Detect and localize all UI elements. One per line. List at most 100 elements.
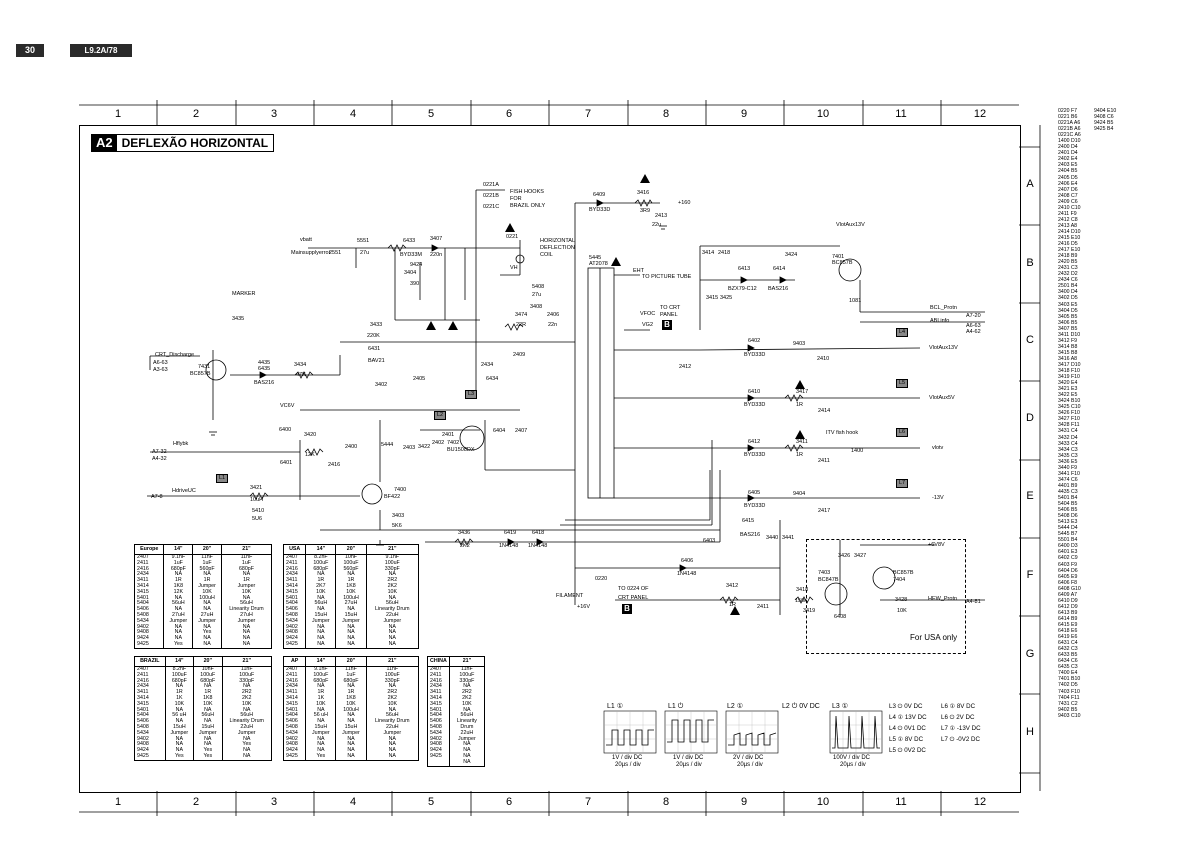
reference-entry: 0221 B6	[1058, 114, 1078, 121]
reference-entry: 6431 C4	[1058, 640, 1078, 647]
table-cell: 22uH	[240, 723, 254, 730]
table-cell: NA	[317, 683, 325, 690]
table-cell: NA	[317, 635, 325, 642]
dc-legend-entry: L4 ⏻ 0V1 DC	[889, 725, 926, 732]
label-3441: 3441	[782, 535, 795, 541]
label-6408: 6408	[834, 614, 847, 620]
table-cell: 1R	[203, 577, 211, 584]
fish-hooks-2: FOR	[510, 196, 522, 202]
label-9424: 9424	[410, 262, 423, 268]
table-cell: 1uF	[202, 559, 212, 566]
reference-entry: 3425 C10	[1058, 404, 1081, 411]
table-cell: 9.1nF	[314, 666, 328, 672]
reference-entry: 0221C A6	[1058, 132, 1081, 139]
model-number: L9.2A/78	[70, 44, 132, 57]
dc-legend-entry: L3 ⏻ 0V DC	[889, 703, 923, 710]
reference-entry: 2407 D6	[1058, 186, 1078, 193]
table-cell: NA	[317, 640, 325, 647]
minus13v: -13V	[932, 495, 944, 501]
diagram-title: A2 DEFLEXÃO HORIZONTAL	[91, 134, 275, 152]
coil-label-3: COIL	[540, 252, 553, 258]
label-5444: 5444	[381, 442, 394, 448]
reference-entry: 6415 E9	[1058, 621, 1078, 628]
table-cell: 12K	[173, 588, 184, 595]
table-ref: 3414	[286, 582, 298, 589]
reference-entry: 6404 D6	[1058, 567, 1078, 574]
label-3422: 3422	[418, 444, 431, 450]
table-cell: 100uH	[199, 594, 215, 601]
dc-legend-entry: L6 ① 8V DC	[941, 703, 976, 710]
label-3416-val: 3R9	[640, 208, 651, 214]
table-cell: 680pF	[200, 677, 216, 684]
label-3421: 3421	[250, 485, 263, 491]
table-ref: 9425	[137, 640, 149, 647]
label-0221a: 0221A	[483, 182, 499, 188]
table-ref: 5408	[137, 611, 149, 618]
reference-entry: 3474 C6	[1058, 476, 1078, 483]
table-cell: 2K7	[316, 582, 326, 589]
label-3421-val: 10uH	[250, 497, 264, 503]
reference-entry: 1400 D10	[1058, 138, 1081, 145]
reference-entry: 4401 B9	[1058, 482, 1078, 489]
table-ref: 3411	[137, 577, 149, 584]
table-ref: 3411	[430, 689, 442, 696]
table-cell: NA	[204, 706, 212, 713]
reference-entry: 6419 E6	[1058, 634, 1078, 641]
crt-pin-1: A6-63	[153, 360, 168, 366]
reference-entry: 5401 B4	[1058, 495, 1078, 501]
label-3419: 3419	[803, 608, 816, 614]
table-ref: 2411	[430, 671, 442, 678]
reference-entry: 5413 E3	[1058, 519, 1078, 526]
table-cell: 10K	[241, 588, 252, 595]
table-cell: 2K2	[242, 694, 252, 701]
label-vfoc: VFOC	[640, 311, 656, 317]
label-7401: 7401	[832, 254, 845, 260]
label-5410: 5410	[252, 508, 265, 514]
to-picture-tube: TO PICTURE TUBE	[642, 274, 692, 280]
table-cell: 56 uH	[172, 712, 187, 719]
label-6404: 6404	[493, 428, 506, 434]
reference-entry: 6400 D3	[1058, 543, 1078, 550]
label-3417: 3417	[796, 389, 809, 395]
label-5551-val: 27u	[360, 250, 370, 256]
table-col: 21"	[448, 656, 486, 667]
table-cell: 8.2nF	[314, 554, 328, 560]
col-num: 12	[973, 108, 987, 120]
tag-l6: L6	[896, 428, 909, 437]
table-ref: 5408	[430, 723, 442, 730]
table-cell: NA	[347, 683, 355, 690]
table-cell: 22uH	[385, 611, 399, 618]
label-6412: 6412	[748, 439, 761, 445]
table-cell: NA	[242, 571, 251, 578]
vlotv: vlotv	[932, 445, 944, 451]
reference-entry: 2406 E4	[1058, 180, 1078, 187]
label-0221b: 0221B	[483, 193, 499, 199]
label-7404-type: BC857B	[893, 570, 914, 576]
table-cell: NA	[347, 712, 355, 719]
table-cell: 330pF	[384, 565, 400, 572]
reference-entry: 2432 D2	[1058, 271, 1078, 278]
col-num: 3	[270, 796, 278, 808]
hdriveuc-pin: A7-8	[151, 494, 163, 500]
label-6402-type: BYD33D	[744, 352, 766, 358]
table-ref: 5404	[137, 712, 149, 719]
table-cell: NA	[317, 606, 325, 613]
table-ref: 3411	[137, 689, 149, 696]
hew-protn: HEW_Protn	[928, 596, 958, 602]
table-cell: Jumper	[458, 735, 476, 742]
table-cell: NA	[388, 623, 396, 630]
itv-fish-hook: ITV fish hook	[826, 430, 859, 436]
table-cell: NA	[388, 629, 396, 636]
col-num: 8	[662, 108, 670, 120]
label-3403: 3403	[392, 513, 405, 519]
diagram-name: DEFLEXÃO HORIZONTAL	[121, 136, 269, 150]
table-cell: NA	[317, 735, 325, 742]
reference-entry: 3407 B5	[1058, 325, 1078, 332]
label-3403-val: 5K6	[392, 523, 402, 529]
table-cell: NA	[388, 752, 396, 759]
col-num: 11	[895, 108, 907, 120]
table-cell: Jumper	[170, 729, 189, 736]
